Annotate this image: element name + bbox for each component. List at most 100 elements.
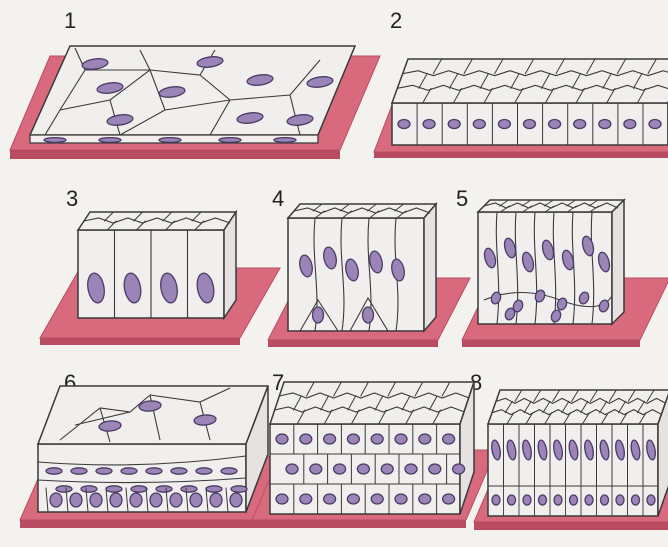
nucleus [286, 464, 298, 474]
nucleus [219, 138, 241, 143]
nucleus [347, 434, 359, 444]
nucleus [649, 120, 661, 129]
panel-8-transitional [474, 390, 668, 530]
nucleus [71, 468, 87, 474]
nucleus [539, 495, 547, 505]
nucleus [159, 138, 181, 143]
basement-membrane-edge [374, 152, 668, 158]
nucleus [130, 493, 142, 507]
basement-membrane-edge [462, 340, 640, 347]
nucleus [70, 493, 82, 507]
panel-4-pseudostratified [268, 204, 470, 347]
nucleus [423, 120, 435, 129]
nucleus [324, 494, 336, 504]
nucleus [398, 120, 410, 129]
nucleus [81, 486, 97, 492]
nucleus [131, 486, 147, 492]
basement-membrane-edge [268, 340, 438, 347]
nucleus [181, 486, 197, 492]
basement-membrane-edge [474, 522, 668, 530]
panel-1-simple-squamous [10, 46, 380, 159]
nucleus [371, 494, 383, 504]
nucleus [300, 494, 312, 504]
nucleus [206, 486, 222, 492]
nucleus [230, 493, 242, 507]
nucleus [647, 495, 655, 505]
block-top [288, 204, 436, 218]
nucleus [523, 495, 531, 505]
nucleus [106, 486, 122, 492]
nucleus [371, 434, 383, 444]
nucleus [549, 120, 561, 129]
nucleus [498, 120, 510, 129]
nucleus [570, 495, 578, 505]
nucleus [347, 494, 359, 504]
block-side [224, 212, 236, 318]
panel-3-simple-columnar [40, 212, 280, 345]
block-top [78, 212, 236, 230]
nucleus [96, 468, 112, 474]
panel-5-stratified-columnar [462, 200, 668, 347]
nucleus [419, 494, 431, 504]
nucleus [632, 495, 640, 505]
block-side [612, 200, 624, 324]
nucleus [429, 464, 441, 474]
nucleus [210, 493, 222, 507]
nucleus [221, 468, 237, 474]
nucleus [574, 120, 586, 129]
nucleus [50, 493, 62, 507]
nucleus [624, 120, 636, 129]
nucleus [276, 434, 288, 444]
nucleus [405, 464, 417, 474]
basement-membrane-edge [20, 520, 256, 528]
nucleus [310, 464, 322, 474]
nucleus [508, 495, 516, 505]
nucleus [395, 434, 407, 444]
nucleus [363, 307, 374, 323]
nucleus [46, 468, 62, 474]
nucleus [44, 138, 66, 143]
nucleus [56, 486, 72, 492]
nucleus [448, 120, 460, 129]
nucleus [150, 493, 162, 507]
nucleus [443, 494, 455, 504]
nucleus [300, 434, 312, 444]
nucleus [419, 434, 431, 444]
nucleus [99, 138, 121, 143]
nucleus [121, 468, 137, 474]
block-side [424, 204, 436, 331]
nucleus [524, 120, 536, 129]
nucleus [395, 494, 407, 504]
nucleus [190, 493, 202, 507]
nucleus [324, 434, 336, 444]
nucleus [473, 120, 485, 129]
basement-membrane-edge [40, 338, 240, 345]
nucleus [274, 138, 296, 143]
basement-membrane-edge [10, 150, 340, 159]
panel-2-simple-cuboidal [374, 59, 668, 158]
nucleus [156, 486, 172, 492]
nucleus [453, 464, 465, 474]
basement-membrane-edge [252, 520, 466, 528]
nucleus [313, 307, 324, 323]
nucleus [492, 495, 500, 505]
nucleus [443, 434, 455, 444]
nucleus [599, 120, 611, 129]
panel-6-stratified-squamous [20, 386, 284, 528]
nucleus [196, 468, 212, 474]
nucleus [231, 486, 247, 492]
nucleus [146, 468, 162, 474]
block-top [38, 386, 268, 444]
nucleus [170, 493, 182, 507]
nucleus [110, 493, 122, 507]
nucleus [334, 464, 346, 474]
nucleus [90, 493, 102, 507]
nucleus [616, 495, 624, 505]
nucleus [601, 495, 609, 505]
nucleus [554, 495, 562, 505]
nucleus [171, 468, 187, 474]
nucleus [585, 495, 593, 505]
nucleus [276, 494, 288, 504]
